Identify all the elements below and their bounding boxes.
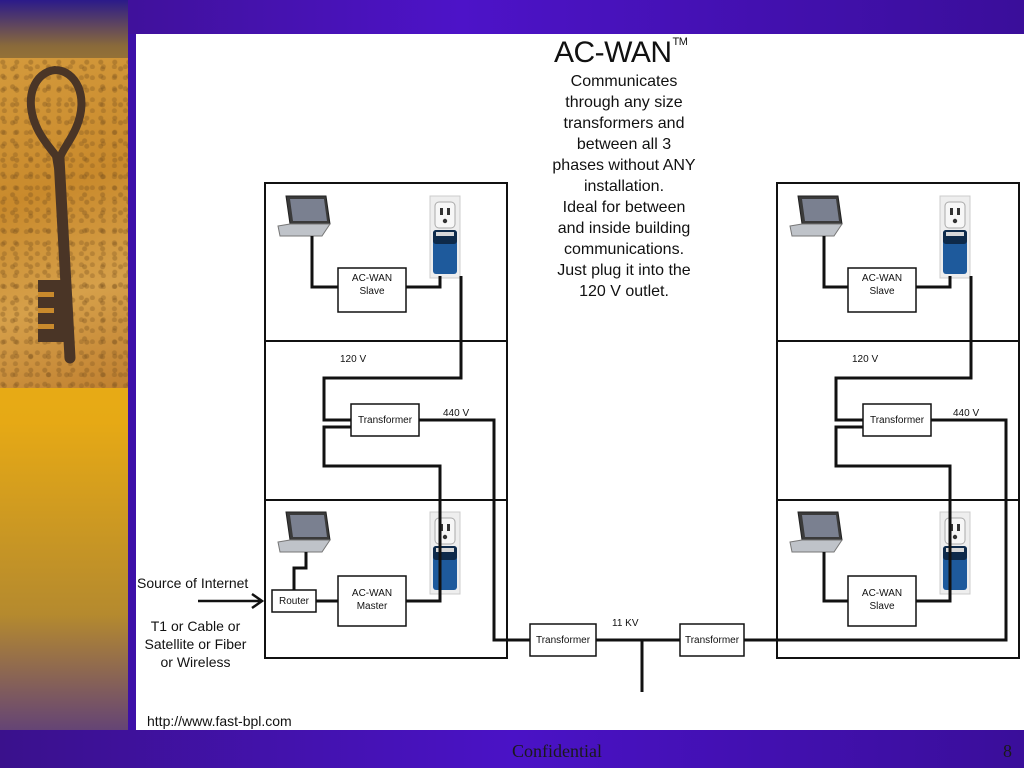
source-url: http://www.fast-bpl.com bbox=[147, 713, 292, 729]
left-transformer-label: Transformer bbox=[357, 415, 413, 426]
page-title: AC-WANTM bbox=[554, 36, 688, 69]
grid-transformer-left-label: Transformer bbox=[535, 635, 591, 646]
right-440v-label: 440 V bbox=[953, 408, 980, 419]
footer-bar-background bbox=[0, 730, 1024, 768]
left-slave-label: AC-WAN Slave bbox=[351, 273, 393, 297]
right-120v-label: 120 V bbox=[852, 354, 879, 365]
grid-voltage-label: 11 KV bbox=[612, 618, 639, 629]
footer-confidential: Confidential bbox=[512, 741, 602, 761]
right-building bbox=[744, 182, 1020, 659]
trademark-mark: TM bbox=[672, 36, 688, 48]
left-building bbox=[198, 182, 530, 659]
right-bottom-slave-label: AC-WAN Slave bbox=[861, 588, 903, 612]
left-120v-label: 120 V bbox=[340, 354, 367, 365]
router-label: Router bbox=[278, 596, 309, 607]
key-icon bbox=[26, 66, 86, 364]
title-bar-background bbox=[0, 0, 1024, 34]
internet-source-options: T1 or Cable or Satellite or Fiber or Wir… bbox=[144, 618, 247, 670]
grid-transformer-right-label: Transformer bbox=[684, 635, 740, 646]
key-photo bbox=[0, 58, 128, 388]
panel-border-strip bbox=[128, 34, 136, 730]
right-top-slave-label: AC-WAN Slave bbox=[861, 273, 903, 297]
internet-source-label: Source of Internet bbox=[137, 575, 249, 591]
right-transformer-label: Transformer bbox=[869, 415, 925, 426]
grid-link bbox=[529, 623, 745, 692]
product-description: Communicates through any size transforme… bbox=[552, 73, 696, 300]
left-master-label: AC-WAN Master bbox=[351, 588, 393, 612]
page-number: 8 bbox=[1003, 741, 1012, 761]
left-440v-label: 440 V bbox=[443, 408, 470, 419]
